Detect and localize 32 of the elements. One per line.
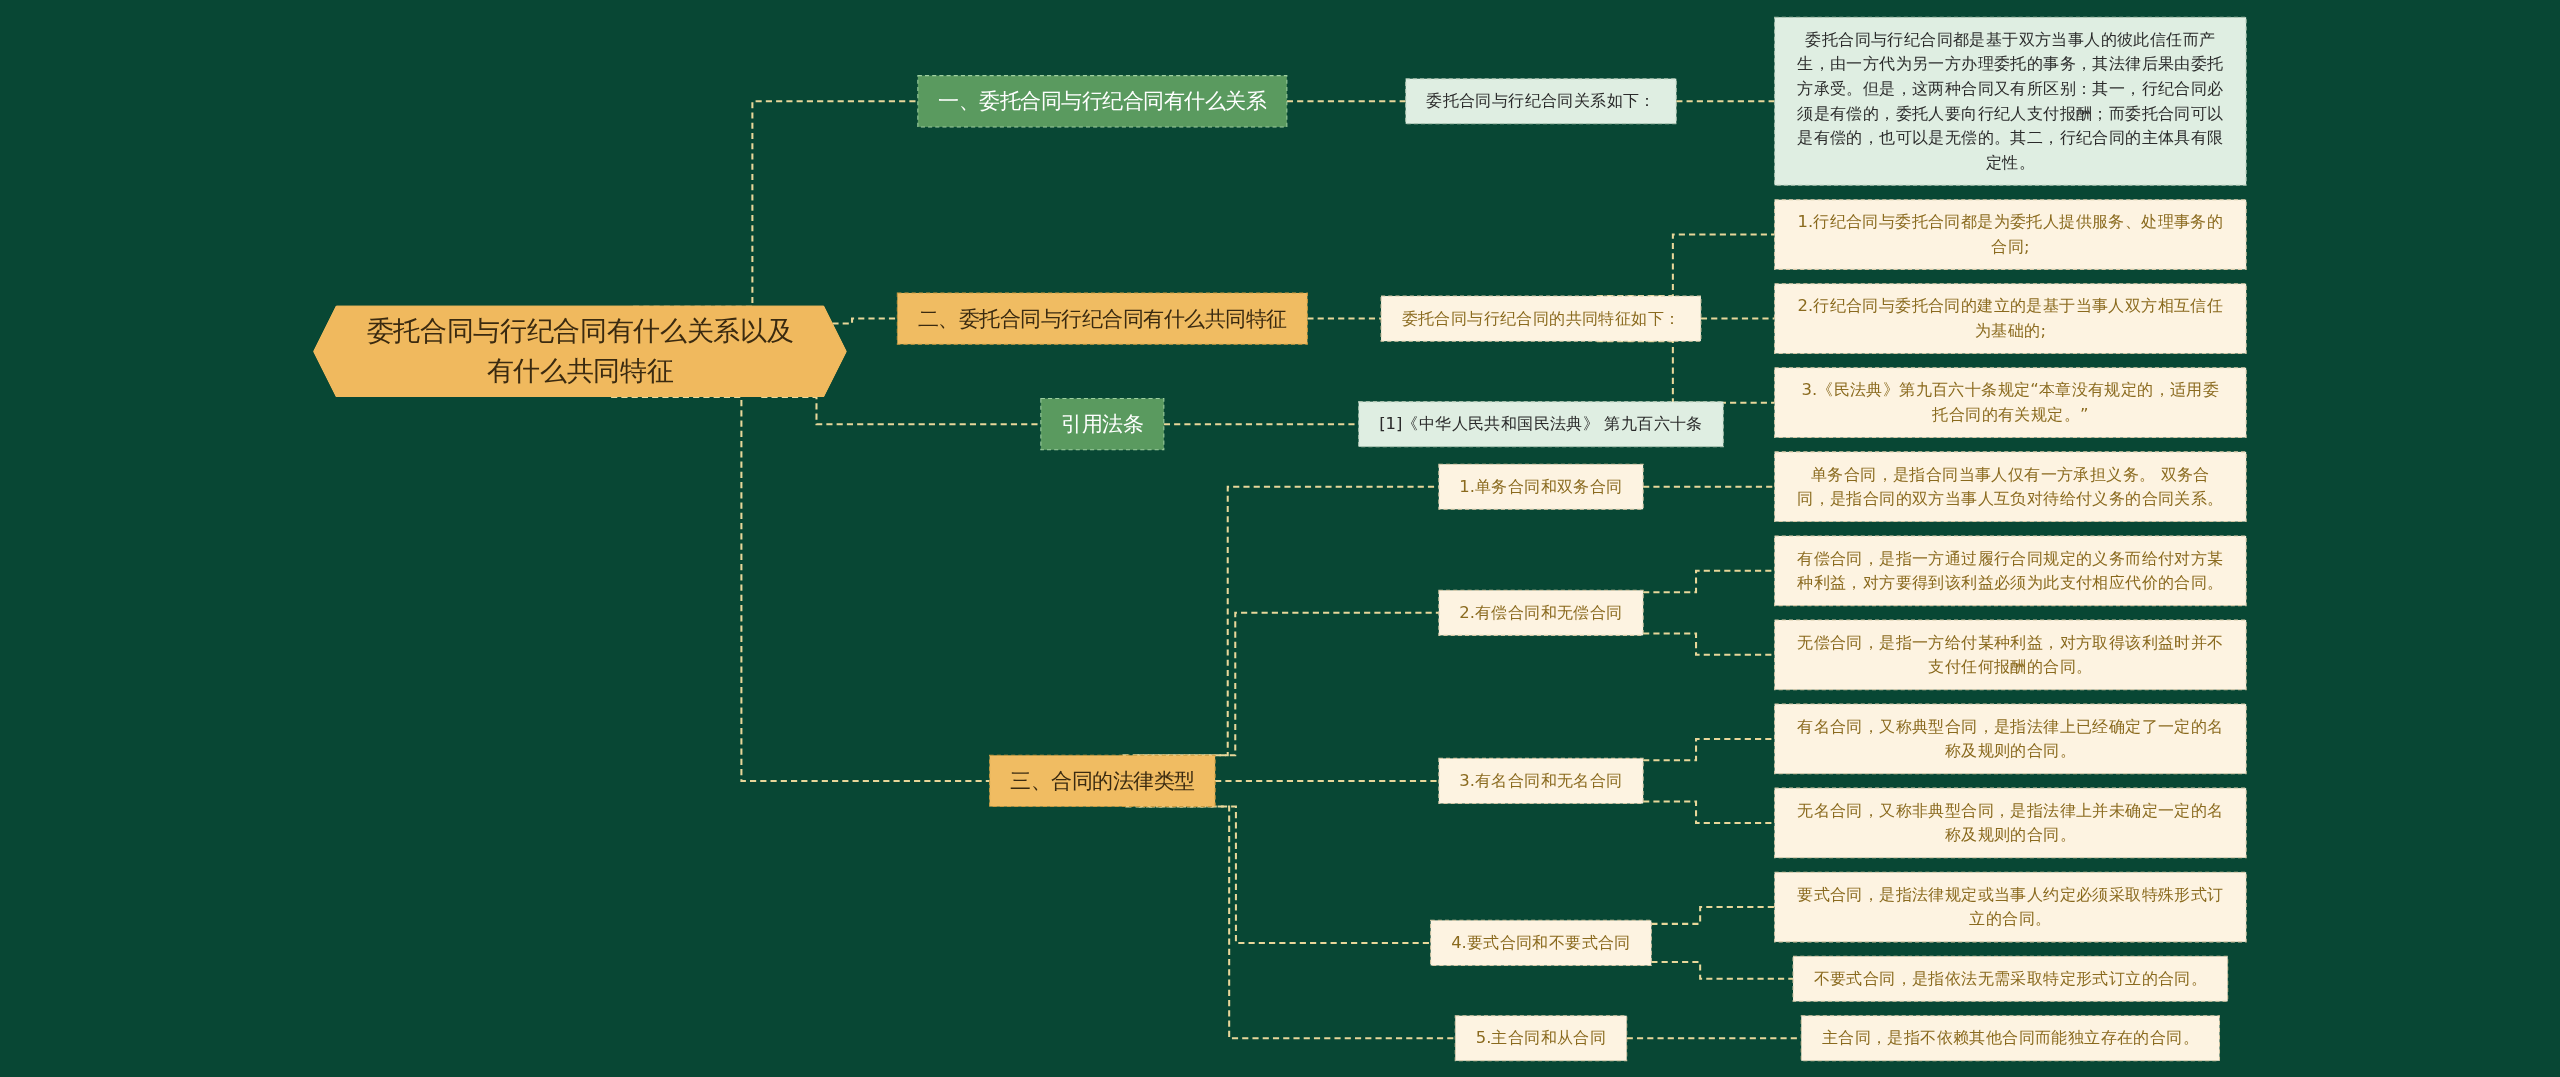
node-box: 无名合同，又称非典型合同，是指法律上并未确定一定的名称及规则的合同。 (1774, 787, 2247, 858)
connector (1651, 960, 1794, 980)
connector (1643, 485, 1775, 488)
node-box: 5.主合同和从合同 (1454, 1014, 1628, 1061)
node-box: 3.有名合同和无名合同 (1438, 757, 1644, 804)
node-box: 二、委托合同与行纪合同有什么共同特征 (896, 291, 1308, 345)
node-box: 2.行纪合同与委托合同的建立的是基于当事人双方相互信任为基础的; (1774, 282, 2247, 354)
node-box: 有名合同，又称典型合同，是指法律上已经确定了一定的名称及规则的合同。 (1774, 703, 2247, 774)
node-box: 主合同，是指不依赖其他合同而能独立存在的合同。 (1800, 1014, 2220, 1061)
connector (832, 317, 898, 325)
node-box: 无偿合同，是指一方给付某种利益，对方取得该利益时并不支付任何报酬的合同。 (1774, 618, 2247, 690)
node-box: 3.《民法典》第九百六十条规定“本章没有规定的，适用委托合同的有关规定。” (1774, 366, 2247, 438)
node-box: 委托合同与行纪合同的共同特征如下： (1380, 295, 1702, 342)
node-box: 2.有偿合同和无偿合同 (1438, 589, 1644, 636)
node-box: 有偿合同，是指一方通过履行合同规定的义务而给付对方某种利益，对方要得到该利益必须为此支付相应代价的合同。 (1774, 534, 2247, 606)
connector (1307, 317, 1382, 320)
node-box: 不要式合同，是指依法无需采取特定形式订立的合同。 (1792, 955, 2229, 1002)
node-box: 三、合同的法律类型 (989, 754, 1216, 807)
node-box: 4.要式合同和不要式合同 (1430, 919, 1652, 966)
node-box: 单务合同，是指合同当事人仅有一方承担义务。 双务合同，是指合同的双方当事人互负对待给付义务的合同关系。 (1774, 450, 2247, 522)
node-box: 一、委托合同与行纪合同有什么关系 (917, 74, 1288, 127)
node-box: 引用法条 (1040, 397, 1165, 450)
connector (1676, 99, 1775, 102)
connector (1286, 99, 1406, 102)
node-box: [1]《中华人民共和国民法典》 第九百六十条 (1358, 400, 1724, 447)
node-box: 委托合同与行纪合同都是基于双方当事人的彼此信任而产生，由一方代为另一方办理委托的事务，其法律后果由委托方承受。但是，这两种合同又有所区别：其一，行纪合同必须是有偿的，委托人要向行纪人支付报酬；而委托合同可以是有偿的，也可以是无偿的。其二，行纪合同的主体具有限定性。 (1774, 16, 2247, 186)
connector (1215, 779, 1439, 782)
node-box: 要式合同，是指法律规定或当事人约定必须采取特殊形式订立的合同。 (1774, 871, 2247, 942)
node-box: 委托合同与行纪合同关系如下： (1405, 77, 1677, 124)
connector (1651, 905, 1775, 925)
node-box: 1.行纪合同与委托合同都是为委托人提供服务、处理事务的合同; (1774, 198, 2247, 270)
node-box: 1.单务合同和双务合同 (1438, 463, 1644, 510)
